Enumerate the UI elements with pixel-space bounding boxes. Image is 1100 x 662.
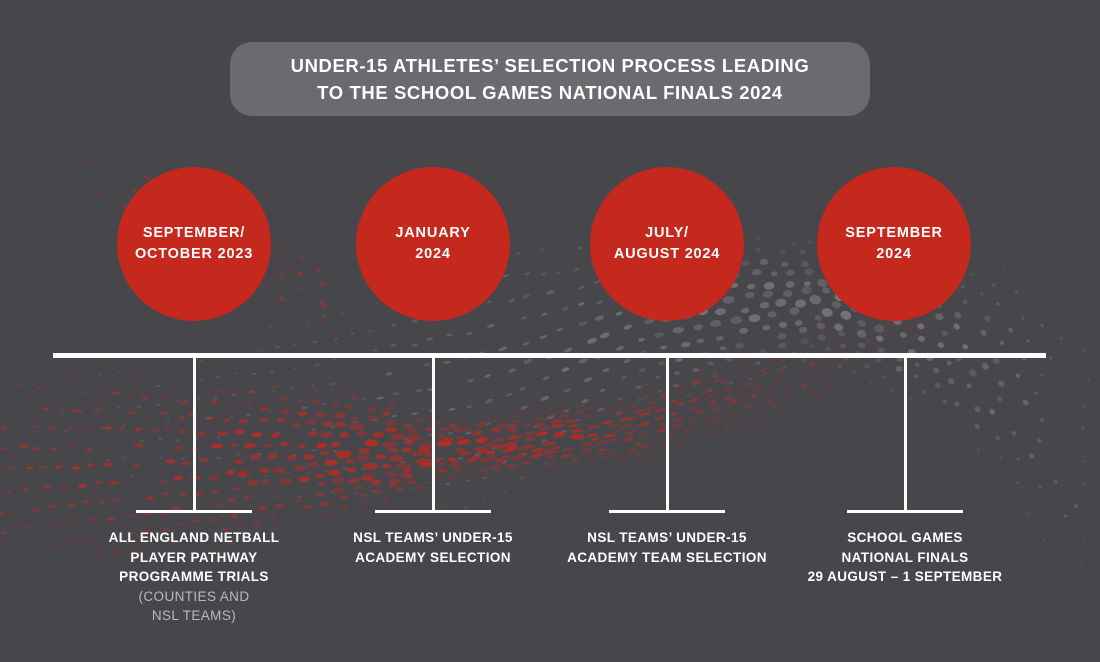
milestone-tick-base: [136, 510, 252, 513]
milestone-label-block: ALL ENGLAND NETBALL PLAYER PATHWAY PROGR…: [54, 528, 334, 626]
title-banner: UNDER-15 ATHLETES’ SELECTION PROCESS LEA…: [230, 42, 870, 116]
milestone-tick-base: [847, 510, 963, 513]
milestone-date-circle: JANUARY 2024: [356, 167, 510, 321]
milestone-label: NSL TEAMS’ UNDER-15 ACADEMY SELECTION: [353, 530, 513, 565]
milestone-tick-line: [192, 356, 196, 512]
milestone-date-circle: SEPTEMBER 2024: [817, 167, 971, 321]
milestone-label: ALL ENGLAND NETBALL PLAYER PATHWAY PROGR…: [108, 530, 280, 584]
milestone-tick-line: [903, 356, 907, 512]
milestone-label-block: SCHOOL GAMES NATIONAL FINALS 29 AUGUST –…: [765, 528, 1045, 587]
milestone-label-block: NSL TEAMS’ UNDER-15 ACADEMY SELECTION: [293, 528, 573, 567]
milestone-label: NSL TEAMS’ UNDER-15 ACADEMY TEAM SELECTI…: [567, 530, 767, 565]
page-title: UNDER-15 ATHLETES’ SELECTION PROCESS LEA…: [290, 55, 810, 103]
milestone-date-circle: SEPTEMBER/ OCTOBER 2023: [117, 167, 271, 321]
timeline-axis: [53, 353, 1046, 358]
milestone-label-block: NSL TEAMS’ UNDER-15 ACADEMY TEAM SELECTI…: [527, 528, 807, 567]
milestone-date: SEPTEMBER/ OCTOBER 2023: [134, 225, 254, 262]
milestone-date: SEPTEMBER 2024: [845, 225, 943, 262]
milestone-sublabel: (COUNTIES AND NSL TEAMS): [138, 588, 250, 624]
milestone-date-circle: JULY/ AUGUST 2024: [590, 167, 744, 321]
milestone-tick-line: [665, 356, 669, 512]
milestone-date: JULY/ AUGUST 2024: [613, 225, 721, 262]
milestone-label: SCHOOL GAMES NATIONAL FINALS 29 AUGUST –…: [807, 530, 1003, 584]
milestone-tick-base: [609, 510, 725, 513]
milestone-date: JANUARY 2024: [395, 225, 471, 262]
milestone-tick-line: [431, 356, 435, 512]
milestone-tick-base: [375, 510, 491, 513]
